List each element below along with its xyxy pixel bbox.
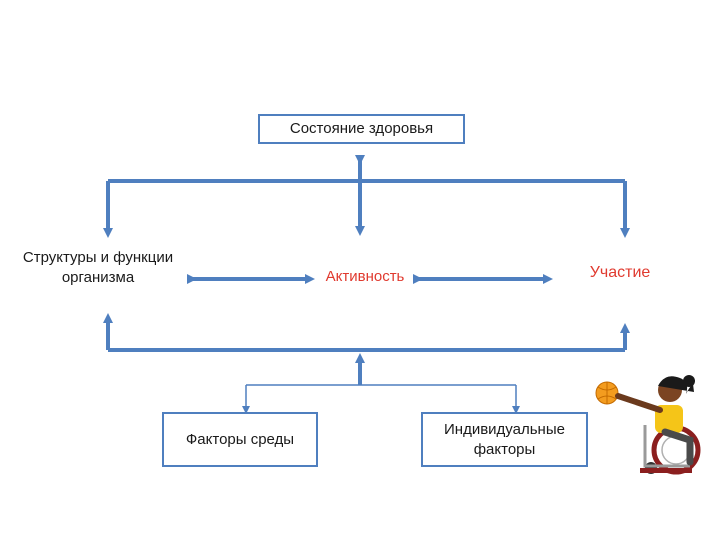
health-condition-box: Состояние здоровья (258, 114, 465, 144)
personal-factors-box: Индивидуальные факторы (421, 412, 588, 467)
participation-label: Участие (589, 264, 651, 281)
environmental-factors-box: Факторы среды (162, 412, 318, 467)
health-condition-label: Состояние здоровья (289, 120, 434, 137)
activity-label: Активность (325, 268, 405, 285)
personal-factors-label: Индивидуальные факторы (444, 420, 565, 458)
environmental-factors-label: Факторы среды (185, 430, 295, 448)
child-in-wheelchair-illustration (595, 375, 701, 475)
body-functions-label: Структуры и функции организма (22, 249, 174, 286)
